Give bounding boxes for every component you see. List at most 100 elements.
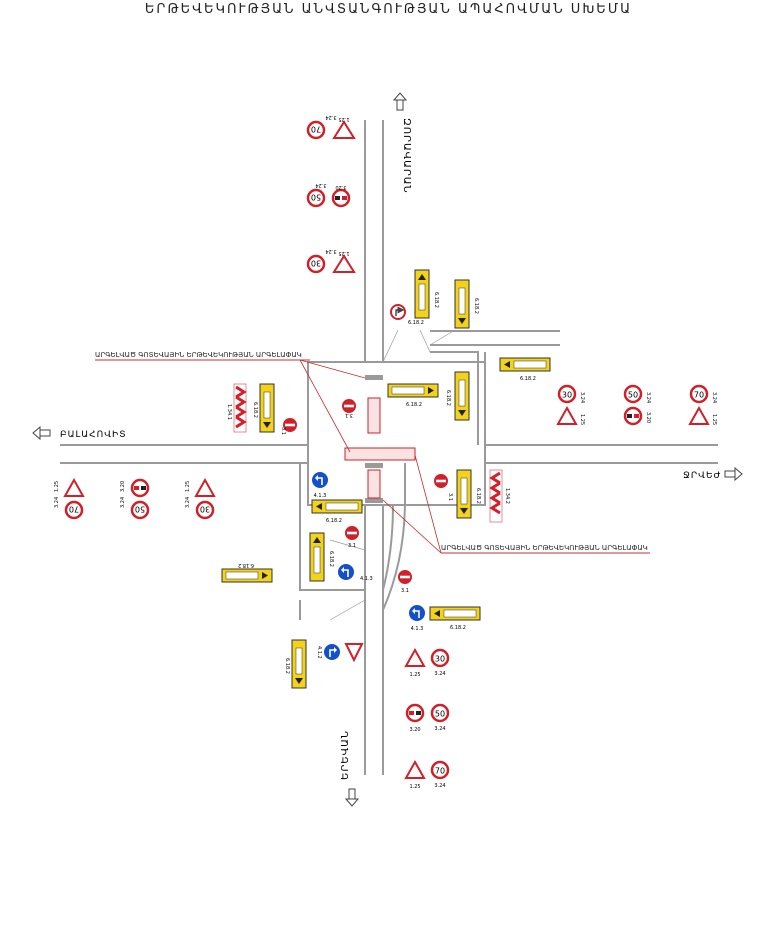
code-speed-s1: 3.24 <box>434 671 445 677</box>
sign-group-south-1: 30 1.25 3.24 <box>404 647 450 678</box>
sign-no-entry-east: 3.1 <box>434 474 453 501</box>
code-detour-east: 6.18.2 <box>520 376 536 382</box>
code-no-entry-south: 3.1 <box>401 588 409 594</box>
sign-group-north-1: 70 1.25 3.24 <box>306 114 356 140</box>
barrier-strip-north <box>367 397 381 434</box>
speed-limit-sign <box>306 120 326 140</box>
east-arrow <box>724 466 743 482</box>
code-chevron-east: 1.34.2 <box>504 488 510 504</box>
code-detour-wi: 6.18.2 <box>326 518 342 524</box>
west-block <box>299 463 365 591</box>
road-works-icon <box>688 405 710 425</box>
sign-turn-right-south: 4.1.2 <box>316 643 364 663</box>
code-detour-ne1: 6.18.2 <box>433 292 439 308</box>
code-ne-turn: 6.18.2 <box>408 320 424 326</box>
barrier-north <box>365 375 383 380</box>
detour-board-west-inner: 6.18.2 <box>311 499 363 524</box>
sign-group-west-2: 50 3.24 3.20 <box>120 478 150 520</box>
roads <box>60 120 718 775</box>
barriers <box>344 375 416 503</box>
code-detour-sv: 6.18.2 <box>284 658 290 674</box>
west-arrow <box>32 425 51 441</box>
code-detour-south: 6.18.2 <box>450 625 466 631</box>
code-speed-s2: 3.24 <box>434 726 445 732</box>
code-speed-n2: 3.24 <box>315 182 326 188</box>
detour-board-center: 6.18.2 <box>387 383 439 408</box>
sign-group-east-1: 30 3.24 1.25 <box>556 384 585 425</box>
code-speed-s3: 3.24 <box>434 783 445 789</box>
barrier-strip-south <box>367 469 381 499</box>
code-no-overtaking-n2: 3.20 <box>335 184 346 190</box>
code-road-works-n1: 1.25 <box>338 116 349 122</box>
code-turn-right-s: 4.1.2 <box>316 646 322 659</box>
sign-group-north-3: 30 1.25 3.24 <box>306 248 356 274</box>
sign-group-east-2: 50 3.24 3.20 <box>623 384 651 426</box>
code-speed-w3: 3.24 <box>185 497 191 508</box>
sign-group-west-3: 30 3.24 1.25 <box>185 477 216 520</box>
speed-70-south: 70 <box>435 767 445 776</box>
slip-road-inner <box>382 504 394 591</box>
sign-group-south-3: 70 1.25 3.24 <box>404 759 450 790</box>
callout-upper-text: ԱՐԳԵԼՎԱԾ ԳՈՏԵՎԱՅԻՆ ԵՐԹԵՎԵԿՈՒԹՅԱՆ ԱՐԳԵԼԱՓ… <box>95 351 302 359</box>
code-detour-ne2: 6.18.2 <box>473 298 479 314</box>
ne-block <box>430 351 479 445</box>
direction-east-label: ՋՐՎԵԺ <box>683 471 721 481</box>
code-no-entry-north: 3.1 <box>345 412 353 418</box>
road-works-icon <box>556 405 578 425</box>
speed-70-east: 70 <box>694 391 704 400</box>
detour-board-west-vertical: 6.18.2 <box>309 532 334 582</box>
speed-50-west: 50 <box>135 505 145 514</box>
speed-70-text: 70 <box>311 125 321 134</box>
code-road-works-w1: 1.25 <box>54 481 60 492</box>
detour-board-ne-2: 6.18.2 <box>454 279 479 329</box>
code-speed-w2: 3.24 <box>120 497 126 508</box>
speed-70-west: 70 <box>69 505 79 514</box>
code-speed-w1: 3.24 <box>54 497 60 508</box>
page-title: ԵՐԹԵՎԵԿՈՒԹՅԱՆ ԱՆՎՏԱՆԳՈՒԹՅԱՆ ԱՊԱՀՈՎՄԱՆ ՍԽ… <box>144 2 633 17</box>
code-detour-vc: 6.18.2 <box>445 390 451 406</box>
detour-board-east: 6.18.2 <box>499 357 551 382</box>
barrier-center <box>365 463 383 468</box>
road-works-icon <box>332 254 356 273</box>
code-no-overtaking-s2: 3.20 <box>409 727 420 733</box>
road-works-icon <box>404 759 426 779</box>
road-works-icon <box>332 120 356 139</box>
callout-lower: ԱՐԳԵԼՎԱԾ ԳՈՏԵՎԱՅԻՆ ԵՐԹԵՎԵԿՈՒԹՅԱՆ ԱՐԳԵԼԱՓ… <box>382 454 650 554</box>
code-detour-wv: 6.18.2 <box>328 551 334 567</box>
speed-30-south: 30 <box>435 655 445 664</box>
speed-30-east: 30 <box>562 391 572 400</box>
code-detour-el: 6.18.2 <box>475 488 481 504</box>
detour-board-south: 6.18.2 <box>429 606 481 631</box>
sign-group-south-2: 50 3.20 3.24 <box>405 703 450 733</box>
code-no-entry-east: 3.1 <box>447 493 453 501</box>
road-works-icon <box>194 477 216 497</box>
sign-no-entry-west: 3.1 <box>280 418 297 435</box>
code-turn-left-w: 4.1.3 <box>314 493 327 499</box>
code-detour-center: 6.18.2 <box>406 402 422 408</box>
code-no-entry-west: 3.1 <box>280 427 286 435</box>
code-no-overtaking-e2: 3.20 <box>645 412 651 423</box>
speed-30-west: 30 <box>200 505 210 514</box>
road-works-icon <box>63 477 85 497</box>
barrier-central-strip <box>344 447 416 461</box>
leader-lines <box>329 329 456 621</box>
code-no-overtaking-w2: 3.20 <box>120 481 126 492</box>
direction-north-label: ԶՈՐԱՎԱՐԱՆ <box>401 118 412 194</box>
callout-upper: ԱՐԳԵԼՎԱԾ ԳՈՏԵՎԱՅԻՆ ԵՐԹԵՎԵԿՈՒԹՅԱՆ ԱՐԳԵԼԱՓ… <box>95 351 366 453</box>
code-road-works-e3: 1.25 <box>711 414 717 425</box>
yield-icon <box>344 643 364 663</box>
code-turn-left-s: 4.1.3 <box>411 626 424 632</box>
sign-turn-left-south: 4.1.3 <box>409 605 425 632</box>
chevron-board-west: 1.34.1 <box>226 383 247 433</box>
chevron-board-east: 1.34.2 <box>489 469 510 523</box>
code-speed-e2: 3.24 <box>645 392 651 403</box>
no-overtaking-icon <box>405 703 425 723</box>
code-road-works-n3: 1.25 <box>338 250 349 256</box>
sign-group-west-1: 70 3.24 1.25 <box>54 477 85 520</box>
code-speed-n1: 3.24 <box>325 114 336 120</box>
speed-30-text: 30 <box>311 259 321 268</box>
detour-board-far-west: 6.18.2 <box>221 562 273 583</box>
code-road-works-s1: 1.25 <box>409 672 420 678</box>
detour-board-west: 6.18.2 <box>252 383 275 433</box>
callout-lower-text: ԱՐԳԵԼՎԱԾ ԳՈՏԵՎԱՅԻՆ ԵՐԹԵՎԵԿՈՒԹՅԱՆ ԱՐԳԵԼԱՓ… <box>441 544 648 552</box>
